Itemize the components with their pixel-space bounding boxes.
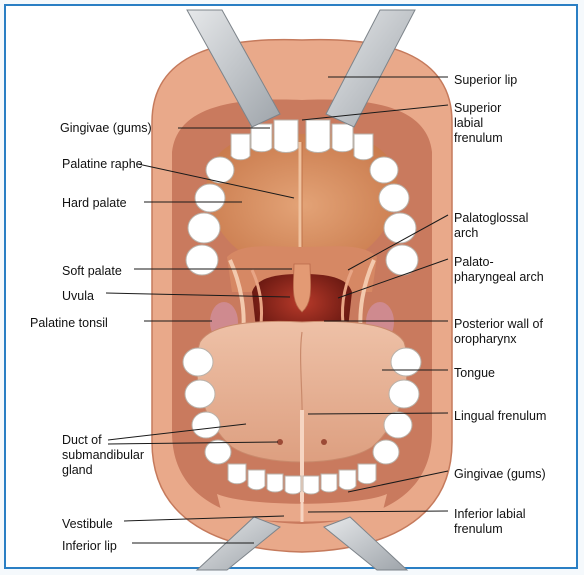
label-lingual-frenulum: Lingual frenulum [454, 409, 546, 424]
label-posterior-wall: Posterior wall of oropharynx [454, 317, 543, 347]
label-ilf-line-1: Inferior labial [454, 507, 526, 522]
label-palatine-raphe: Palatine raphe [62, 157, 143, 172]
submandibular-duct-right [321, 439, 327, 445]
label-soft-palate: Soft palate [62, 264, 122, 279]
label-vestibule: Vestibule [62, 517, 113, 532]
label-duct-submandibular: Duct of submandibular gland [62, 433, 144, 478]
label-hard-palate: Hard palate [62, 196, 127, 211]
diagram-frame: Gingivae (gums) Palatine raphe Hard pala… [4, 4, 578, 569]
label-pw-line-1: Posterior wall of [454, 317, 543, 332]
label-ilf-line-2: frenulum [454, 522, 526, 537]
label-pga-line-1: Palatoglossal [454, 211, 528, 226]
label-inferior-lip: Inferior lip [62, 539, 117, 554]
label-inferior-labial-frenulum: Inferior labial frenulum [454, 507, 526, 537]
label-duct-line-1: Duct of [62, 433, 144, 448]
label-palatopharyngeal-arch: Palato- pharyngeal arch [454, 255, 544, 285]
label-ppa-line-2: pharyngeal arch [454, 270, 544, 285]
label-uvula: Uvula [62, 289, 94, 304]
label-slf-line-1: Superior [454, 101, 503, 116]
label-palatine-tonsil: Palatine tonsil [30, 316, 108, 331]
label-superior-lip: Superior lip [454, 73, 517, 88]
label-superior-labial-frenulum: Superior labial frenulum [454, 101, 503, 146]
label-pga-line-2: arch [454, 226, 528, 241]
label-duct-line-3: gland [62, 463, 144, 478]
label-gingivae-upper: Gingivae (gums) [60, 121, 152, 136]
label-slf-line-2: labial [454, 116, 503, 131]
label-gingivae-lower: Gingivae (gums) [454, 467, 546, 482]
label-tongue: Tongue [454, 366, 495, 381]
label-slf-line-3: frenulum [454, 131, 503, 146]
label-pw-line-2: oropharynx [454, 332, 543, 347]
label-palatoglossal-arch: Palatoglossal arch [454, 211, 528, 241]
label-duct-line-2: submandibular [62, 448, 144, 463]
label-ppa-line-1: Palato- [454, 255, 544, 270]
